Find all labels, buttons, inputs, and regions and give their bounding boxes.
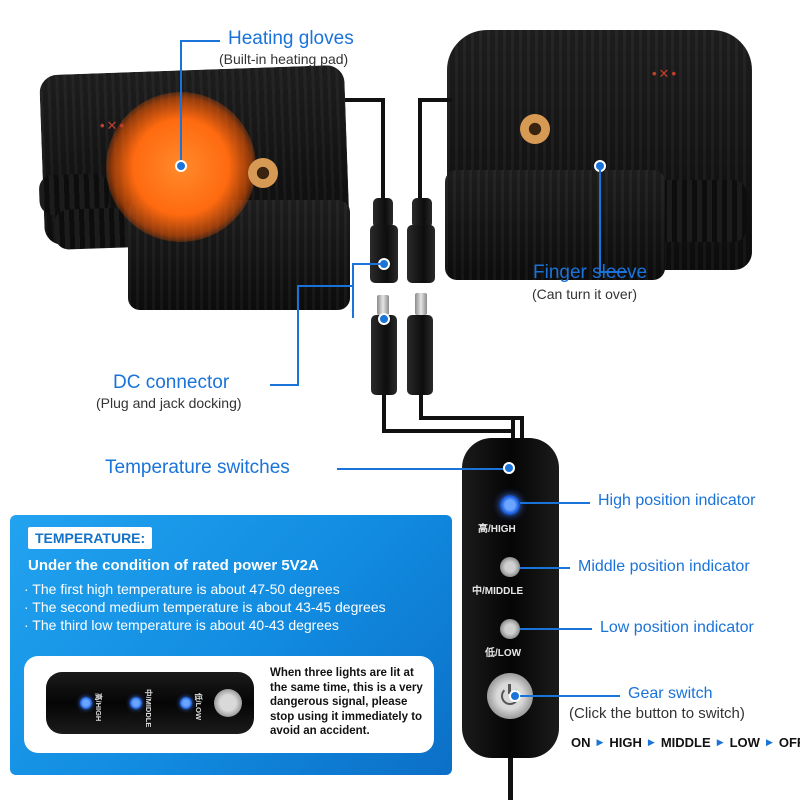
- dc-connector-leader-v2: [297, 285, 299, 385]
- heating-gloves-leader-h: [180, 40, 220, 42]
- dc-plug-right: [407, 315, 433, 395]
- mini-middle-led: [130, 697, 142, 709]
- finger-sleeve-label: Finger sleeve: [533, 262, 648, 283]
- warning-card: 高/HIGH 中/MIDDLE 低/LOW When three lights …: [24, 656, 434, 753]
- temperature-controller: 高/HIGH 中/MIDDLE 低/LOW: [462, 438, 559, 758]
- high-label: 高/HIGH: [478, 524, 516, 535]
- dc-jack-left: [373, 198, 393, 228]
- temperature-switches-dot: [503, 462, 515, 474]
- left-glove-button: [248, 158, 278, 188]
- mode-sequence: ON ▶ HIGH ▶ MIDDLE ▶ LOW ▶ OFF: [571, 735, 800, 750]
- cable-right-top: [418, 98, 452, 102]
- heating-gloves-leader-v: [180, 40, 182, 163]
- mini-high-led: [80, 697, 92, 709]
- triangle-right-icon: ▶: [647, 737, 655, 747]
- cable-bottom: [508, 755, 513, 800]
- mode-high: HIGH: [609, 735, 642, 750]
- temperature-tag: TEMPERATURE:: [28, 527, 153, 549]
- middle-label: 中/MIDDLE: [472, 586, 524, 597]
- mini-low-label: 低/LOW: [194, 693, 203, 721]
- dc-jack-right: [412, 198, 432, 228]
- cable-left-top: [345, 98, 385, 102]
- dc-connector-leader-top: [352, 263, 380, 265]
- triangle-right-icon: ▶: [765, 737, 773, 747]
- mode-middle: MIDDLE: [660, 735, 711, 750]
- finger-sleeve-sublabel: (Can turn it over): [532, 286, 638, 302]
- heating-gloves-label: Heating gloves: [228, 28, 354, 49]
- dc-connector-leader-mid: [297, 285, 354, 287]
- dc-plug-left: [371, 315, 397, 395]
- high-indicator-leader: [520, 502, 590, 504]
- middle-led: [500, 557, 520, 577]
- cable-into-controller-1: [511, 416, 515, 441]
- dc-connector-leader-bottom: [270, 384, 299, 386]
- dc-jack-left-body: [370, 225, 398, 283]
- finger-sleeve-leader-h: [599, 271, 627, 273]
- cable-lower-right: [419, 393, 423, 418]
- warning-text: When three lights are lit at the same ti…: [270, 667, 423, 737]
- temperature-line-medium: · The second medium temperature is about…: [24, 599, 386, 615]
- finger-sleeve-leader-v: [599, 166, 601, 272]
- temperature-switches-leader: [337, 468, 507, 470]
- mode-low: LOW: [729, 735, 760, 750]
- mini-high-label: 高/HIGH: [94, 693, 103, 722]
- mode-off: OFF: [778, 735, 800, 750]
- mini-middle-label: 中/MIDDLE: [144, 689, 153, 728]
- triangle-right-icon: ▶: [716, 737, 724, 747]
- dc-plug-left-pin: [377, 295, 389, 315]
- right-glove-cuff: [445, 170, 665, 280]
- mini-gear-button: [214, 689, 242, 717]
- dc-connector-label: DC connector: [113, 372, 230, 393]
- low-indicator-label: Low position indicator: [600, 619, 754, 636]
- gear-switch-sublabel: (Click the button to switch): [569, 705, 745, 722]
- dc-connector-leader-v1: [352, 263, 354, 318]
- dc-connector-dot-bottom: [378, 313, 390, 325]
- temperature-panel: TEMPERATURE: Under the condition of rate…: [10, 515, 452, 775]
- right-glove-pattern: •✕•: [652, 66, 678, 81]
- cable-lower-left-h: [382, 429, 515, 433]
- right-glove-button: [520, 114, 550, 144]
- low-label: 低/LOW: [485, 648, 522, 659]
- high-led: [500, 495, 520, 515]
- low-led: [500, 619, 520, 639]
- low-indicator-leader: [520, 628, 592, 630]
- heating-gloves-sublabel: (Built-in heating pad): [219, 51, 349, 67]
- dc-jack-right-body: [407, 225, 435, 283]
- cable-into-controller-2: [520, 416, 524, 441]
- mode-on: ON: [571, 735, 591, 750]
- dc-plug-right-pin: [415, 293, 427, 315]
- cable-lower-right-h: [419, 416, 524, 420]
- middle-indicator-label: Middle position indicator: [578, 558, 750, 575]
- middle-indicator-leader: [520, 567, 570, 569]
- heating-gloves-dot: [175, 160, 187, 172]
- gear-switch-label: Gear switch: [628, 685, 713, 702]
- dc-connector-sublabel: (Plug and jack docking): [96, 395, 242, 411]
- temperature-line-low: · The third low temperature is about 40-…: [24, 617, 339, 633]
- temperature-heading: Under the condition of rated power 5V2A: [28, 557, 319, 574]
- cable-right-vert: [418, 98, 422, 202]
- mini-low-led: [180, 697, 192, 709]
- triangle-right-icon: ▶: [596, 737, 604, 747]
- cable-lower-left: [382, 393, 386, 433]
- temperature-switches-label: Temperature switches: [105, 457, 290, 478]
- mini-controller: 高/HIGH 中/MIDDLE 低/LOW: [46, 672, 254, 734]
- temperature-line-high: · The first high temperature is about 47…: [24, 581, 340, 597]
- left-glove-pattern: •✕•: [100, 118, 126, 133]
- cable-left-vert: [381, 98, 385, 202]
- high-indicator-label: High position indicator: [598, 492, 756, 509]
- gear-switch-leader: [520, 695, 620, 697]
